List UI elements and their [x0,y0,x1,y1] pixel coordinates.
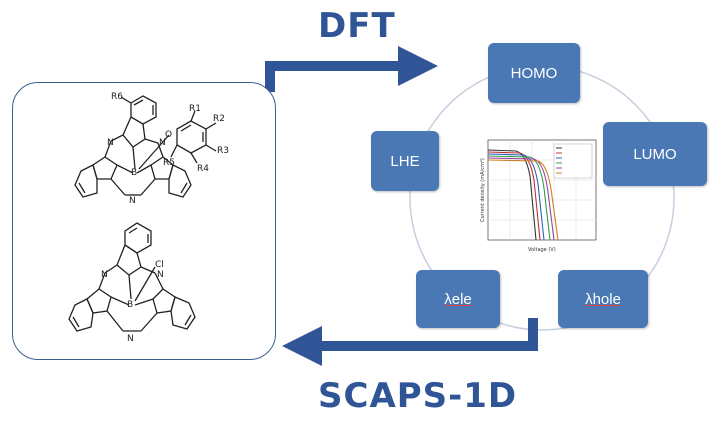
lhe-node: LHE [371,131,439,191]
lumo-label: LUMO [633,145,677,163]
curve-3 [487,153,545,241]
curve-5 [487,157,555,241]
label-r3: R3 [217,146,229,156]
lambda-hole-node: λhole [558,270,648,328]
right-benzo-ring [168,164,192,198]
bottom-top-pyrrole [116,244,142,276]
dft-arrow [265,46,438,92]
label-n-5: N [157,270,164,280]
homo-label: HOMO [510,64,558,82]
right-pyrrole [150,156,174,180]
dft-title: DFT [318,6,396,46]
jv-plot-svg: Voltage (V) Current density (mA/cm²) [480,139,597,253]
label-r2: R2 [213,114,225,124]
label-n-2: N [159,138,166,148]
label-n-1: N [107,138,114,148]
label-r4: R4 [197,164,209,174]
lumo-node: LUMO [603,122,707,186]
left-pyrrole [92,156,118,180]
label-n-3: N [129,196,136,206]
label-r6: R6 [111,92,123,102]
label-b-top: B [131,168,137,178]
molecule-structures: R6 O R1 R2 R3 R4 R5 B Cl B N N N N N N [68,92,229,344]
curve-4 [487,155,551,241]
lambda-ele-node: λele [416,270,500,328]
label-n-6: N [127,334,134,344]
label-cl: Cl [155,260,164,270]
plot-ylabel: Current density (mA/cm²) [480,158,486,222]
label-r5: R5 [163,158,175,168]
plot-legend [553,143,593,179]
bottom-top-benzo-ring [124,222,152,254]
lambda-ele-label: λele [444,290,472,308]
lhe-label: LHE [390,152,420,170]
label-n-4: N [101,270,108,280]
bottom-right-pyrrole [152,288,176,314]
top-pyrrole [122,116,146,148]
scaps-1d-title: SCAPS-1D [318,376,518,416]
left-benzo-ring [74,164,98,198]
homo-node: HOMO [488,43,580,103]
jv-plot: Voltage (V) Current density (mA/cm²) [476,136,602,256]
lambda-hole-label: λhole [585,290,621,308]
bottom-right-benzo-ring [170,296,196,330]
scaps-arrow [282,318,538,366]
molecule-panel: R6 O R1 R2 R3 R4 R5 B Cl B N N N N N N [12,82,276,360]
label-r1: R1 [189,104,201,114]
plot-xlabel: Voltage (V) [528,247,556,253]
bottom-left-pyrrole [86,288,112,314]
curve-6 [487,159,559,241]
phenoxy-ring [176,120,207,154]
bottom-left-benzo-ring [68,298,94,332]
label-o: O [165,130,172,140]
label-b-bottom: B [127,300,133,310]
